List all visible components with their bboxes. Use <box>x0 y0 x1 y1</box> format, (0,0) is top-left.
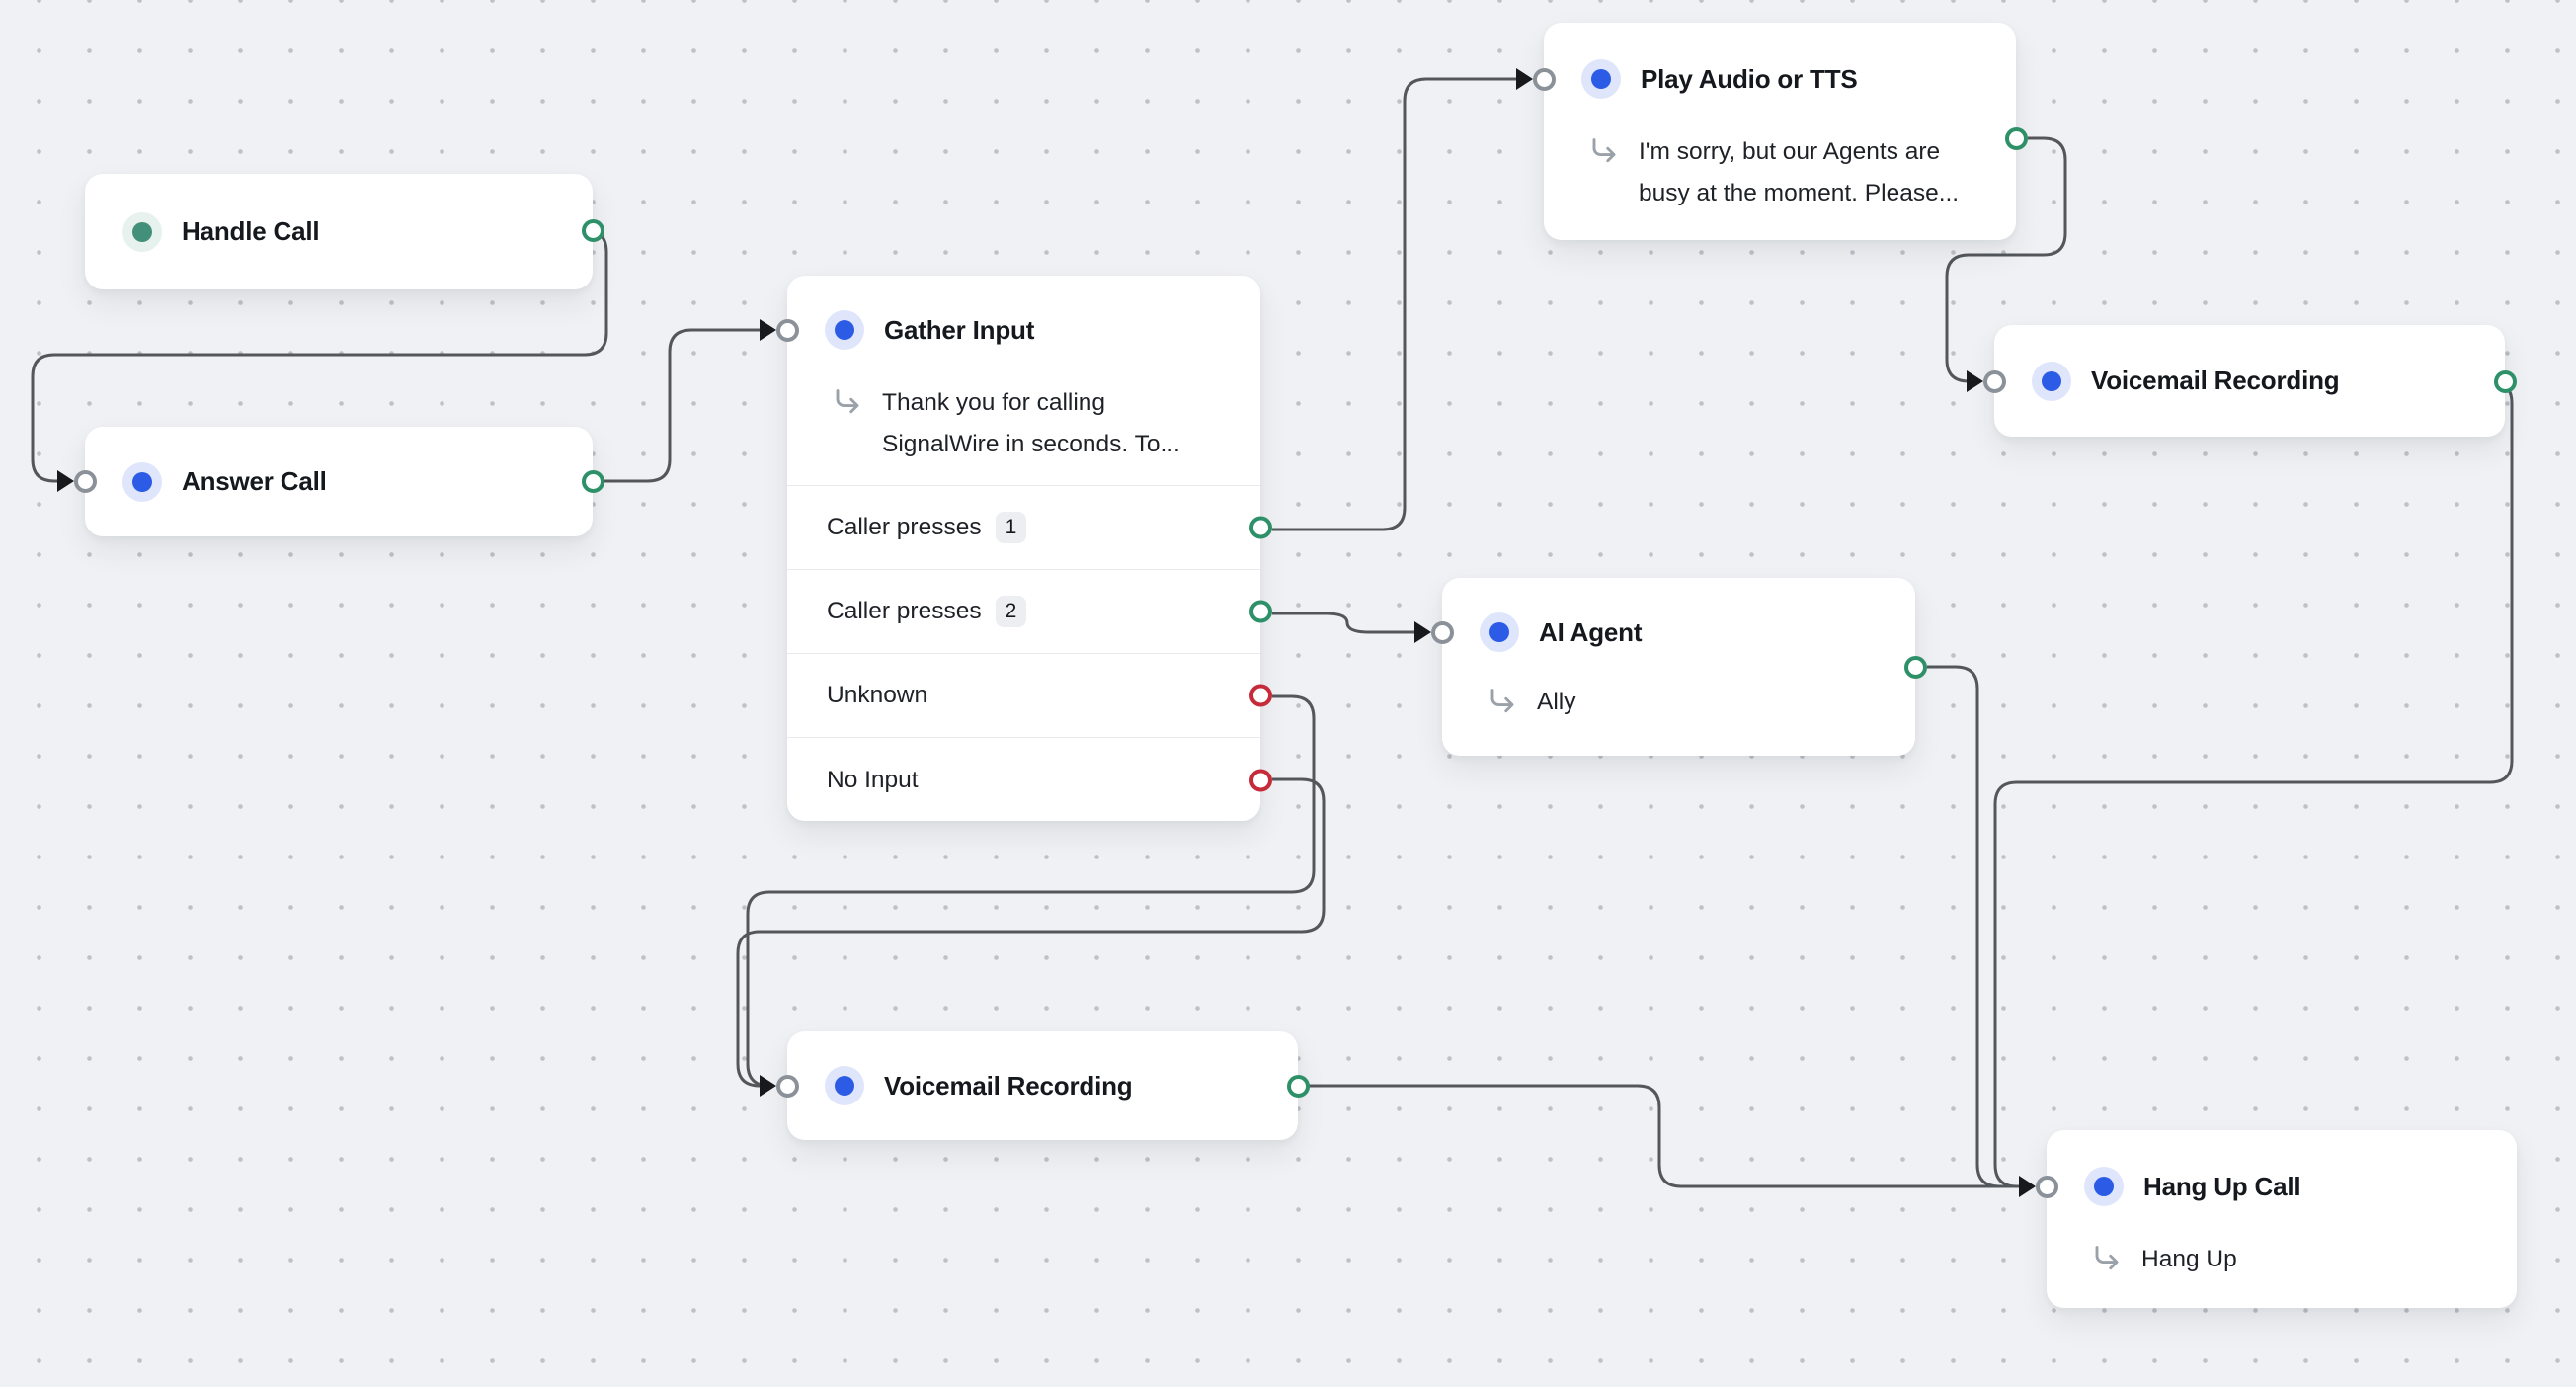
node-title: Play Audio or TTS <box>1641 64 1858 95</box>
edge-press1-to-playaudio[interactable] <box>1272 79 1517 530</box>
branch-arrow-icon <box>2092 1245 2122 1274</box>
node-handle-call[interactable]: Handle Call <box>85 174 593 289</box>
node-subtitle: Ally <box>1537 682 1575 723</box>
node-subtitle: I'm sorry, but our Agents are busy at th… <box>1639 131 1974 214</box>
branch-arrow-icon <box>1488 688 1517 717</box>
edge-voicemailbottom-to-hangup[interactable] <box>1272 1086 2020 1186</box>
node-title: Hang Up Call <box>2143 1172 2300 1202</box>
branch-label: No Input <box>827 767 919 794</box>
input-port[interactable] <box>1967 370 2006 393</box>
input-port[interactable] <box>57 470 97 493</box>
node-type-dot-icon <box>2032 362 2071 401</box>
node-gather-input[interactable]: Gather Input Thank you for calling Signa… <box>787 276 1260 821</box>
input-port[interactable] <box>760 319 799 342</box>
node-subtitle: Thank you for calling SignalWire in seco… <box>882 382 1208 465</box>
output-port-success[interactable] <box>1904 656 1927 679</box>
input-arrow-icon <box>760 1075 776 1097</box>
node-title: Handle Call <box>182 216 319 247</box>
gather-input-branches: Caller presses 1 Caller presses 2 Unknow… <box>787 485 1260 822</box>
branch-row-unknown[interactable]: Unknown <box>787 653 1260 737</box>
input-arrow-icon <box>1967 370 1983 392</box>
node-type-dot-icon <box>825 1066 864 1105</box>
node-ai-agent[interactable]: AI Agent Ally <box>1442 578 1915 756</box>
digit-badge: 2 <box>996 596 1027 627</box>
node-hang-up-call[interactable]: Hang Up Call Hang Up <box>2047 1130 2517 1308</box>
digit-badge: 1 <box>996 512 1027 543</box>
branch-row-caller-presses-1[interactable]: Caller presses 1 <box>787 485 1260 569</box>
branch-label: Caller presses <box>827 598 982 625</box>
branch-arrow-icon <box>1589 137 1619 167</box>
output-port-success[interactable] <box>582 470 604 493</box>
node-title: Answer Call <box>182 466 327 497</box>
output-port-success[interactable] <box>1249 517 1272 539</box>
output-port-success[interactable] <box>2494 370 2517 393</box>
output-port-success[interactable] <box>1287 1075 1310 1098</box>
node-type-dot-icon <box>122 212 162 252</box>
input-arrow-icon <box>1516 68 1533 90</box>
node-voicemail-recording-bottom[interactable]: Voicemail Recording <box>787 1031 1298 1140</box>
input-port[interactable] <box>760 1075 799 1098</box>
input-arrow-icon <box>2019 1176 2036 1197</box>
input-arrow-icon <box>760 319 776 341</box>
input-port[interactable] <box>2019 1176 2058 1198</box>
node-title: AI Agent <box>1539 617 1642 648</box>
node-play-audio-or-tts[interactable]: Play Audio or TTS I'm sorry, but our Age… <box>1544 23 2016 240</box>
node-type-dot-icon <box>1581 59 1621 99</box>
node-title: Gather Input <box>884 315 1034 346</box>
branch-row-no-input[interactable]: No Input <box>787 737 1260 822</box>
edge-press2-to-aiagent[interactable] <box>1272 613 1415 632</box>
branch-label: Caller presses <box>827 514 982 541</box>
node-title: Voicemail Recording <box>884 1071 1132 1101</box>
output-port-success[interactable] <box>1249 601 1272 623</box>
node-type-dot-icon <box>2084 1167 2124 1206</box>
input-arrow-icon <box>1414 621 1431 643</box>
input-arrow-icon <box>57 470 74 492</box>
edge-voicemailright-to-hangup[interactable] <box>1995 381 2512 1186</box>
input-port[interactable] <box>1414 621 1454 644</box>
edge-aiagent-to-hangup[interactable] <box>1927 667 2020 1186</box>
branch-arrow-icon <box>833 388 862 418</box>
branch-label: Unknown <box>827 682 927 709</box>
node-subtitle: Hang Up <box>2141 1239 2237 1280</box>
output-port-failure[interactable] <box>1249 769 1272 791</box>
node-voicemail-recording-right[interactable]: Voicemail Recording <box>1994 325 2505 437</box>
output-port-success[interactable] <box>582 219 604 242</box>
input-port[interactable] <box>1516 68 1556 91</box>
node-type-dot-icon <box>122 462 162 502</box>
node-answer-call[interactable]: Answer Call <box>85 427 593 536</box>
node-type-dot-icon <box>1480 612 1519 652</box>
output-port-failure[interactable] <box>1249 685 1272 707</box>
branch-row-caller-presses-2[interactable]: Caller presses 2 <box>787 569 1260 653</box>
output-port-success[interactable] <box>2005 127 2028 150</box>
node-type-dot-icon <box>825 310 864 350</box>
node-title: Voicemail Recording <box>2091 366 2339 396</box>
